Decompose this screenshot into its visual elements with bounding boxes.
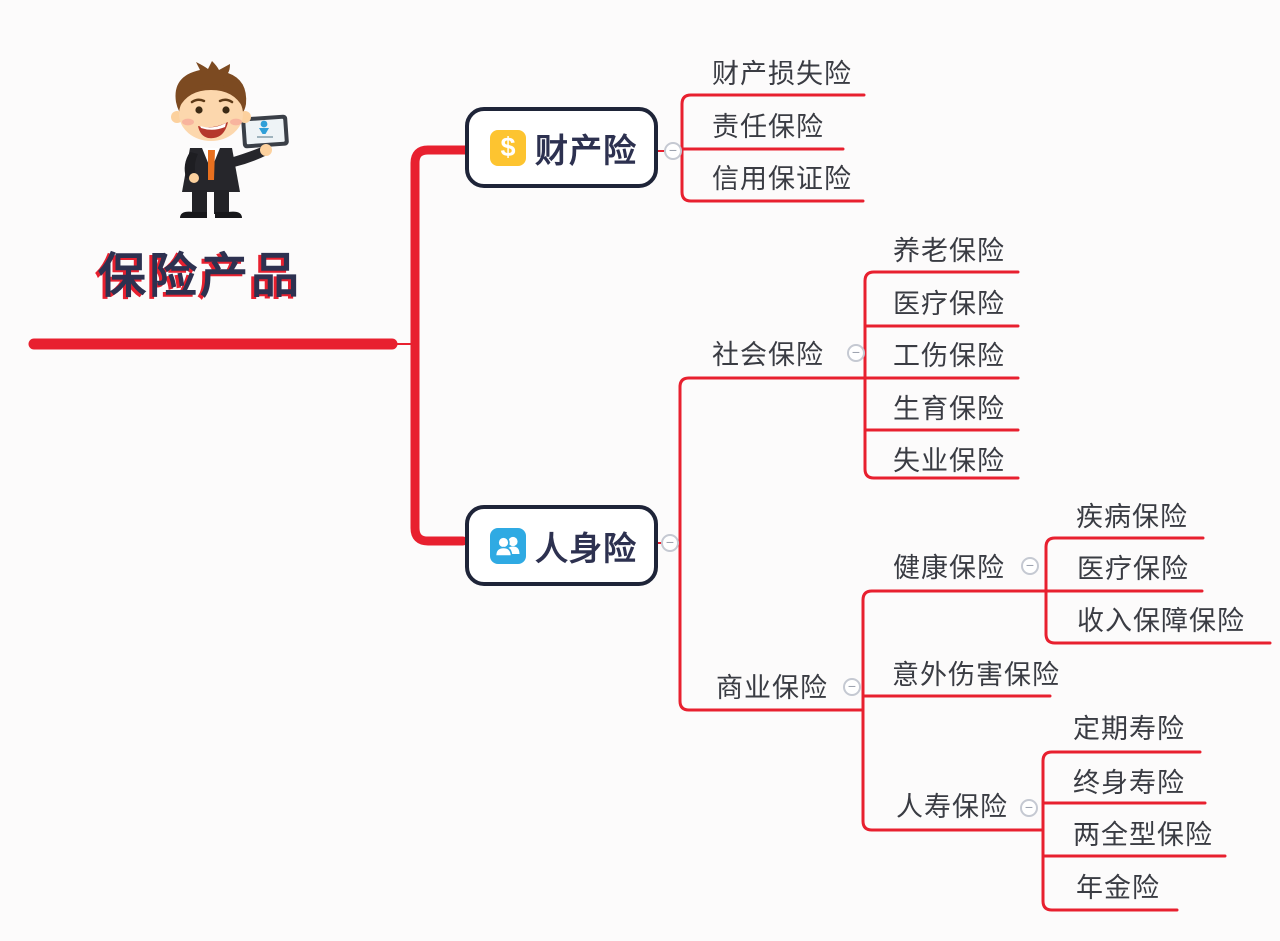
branch-label-personal: 人身险 — [535, 529, 637, 567]
collapse-button-social[interactable]: − — [847, 344, 865, 362]
node-endowment[interactable]: 两全型保险 — [1073, 820, 1213, 850]
collapse-button-health[interactable]: − — [1021, 557, 1039, 575]
node-disease[interactable]: 疾病保险 — [1076, 502, 1188, 532]
root-node-title[interactable]: 保险产品 — [98, 250, 303, 303]
node-social-insurance[interactable]: 社会保险 — [712, 340, 824, 370]
branch-node-property[interactable]: $ 财产险 — [465, 107, 658, 188]
node-accident[interactable]: 意外伤害保险 — [892, 660, 1060, 690]
branch-label-property: 财产险 — [535, 131, 637, 169]
tablet-icon — [241, 114, 289, 149]
collapse-button-life[interactable]: − — [1020, 799, 1038, 817]
node-commercial-insurance[interactable]: 商业保险 — [716, 673, 828, 703]
node-term-life[interactable]: 定期寿险 — [1073, 714, 1185, 744]
branch-node-personal[interactable]: 人身险 — [465, 505, 658, 586]
node-liability[interactable]: 责任保险 — [712, 112, 824, 142]
collapse-button-commercial[interactable]: − — [843, 678, 861, 696]
node-medical-commercial[interactable]: 医疗保险 — [1077, 554, 1189, 584]
node-property-loss[interactable]: 财产损失险 — [712, 59, 852, 89]
node-whole-life[interactable]: 终身寿险 — [1073, 768, 1185, 798]
node-income-protection[interactable]: 收入保障保险 — [1077, 606, 1245, 636]
node-pension[interactable]: 养老保险 — [893, 236, 1005, 266]
node-unemployment[interactable]: 失业保险 — [893, 446, 1005, 476]
businessman-illustration — [171, 61, 289, 218]
collapse-button-personal[interactable]: − — [661, 534, 679, 552]
collapse-button-property[interactable]: − — [664, 142, 682, 160]
node-health-insurance[interactable]: 健康保险 — [893, 553, 1005, 583]
node-medical-social[interactable]: 医疗保险 — [893, 289, 1005, 319]
node-annuity[interactable]: 年金险 — [1076, 873, 1160, 903]
node-work-injury[interactable]: 工伤保险 — [893, 341, 1005, 371]
node-maternity[interactable]: 生育保险 — [893, 394, 1005, 424]
people-icon — [490, 527, 526, 564]
node-credit-guarantee[interactable]: 信用保证险 — [712, 164, 852, 194]
dollar-icon: $ — [490, 129, 526, 166]
node-life-insurance[interactable]: 人寿保险 — [896, 792, 1008, 822]
